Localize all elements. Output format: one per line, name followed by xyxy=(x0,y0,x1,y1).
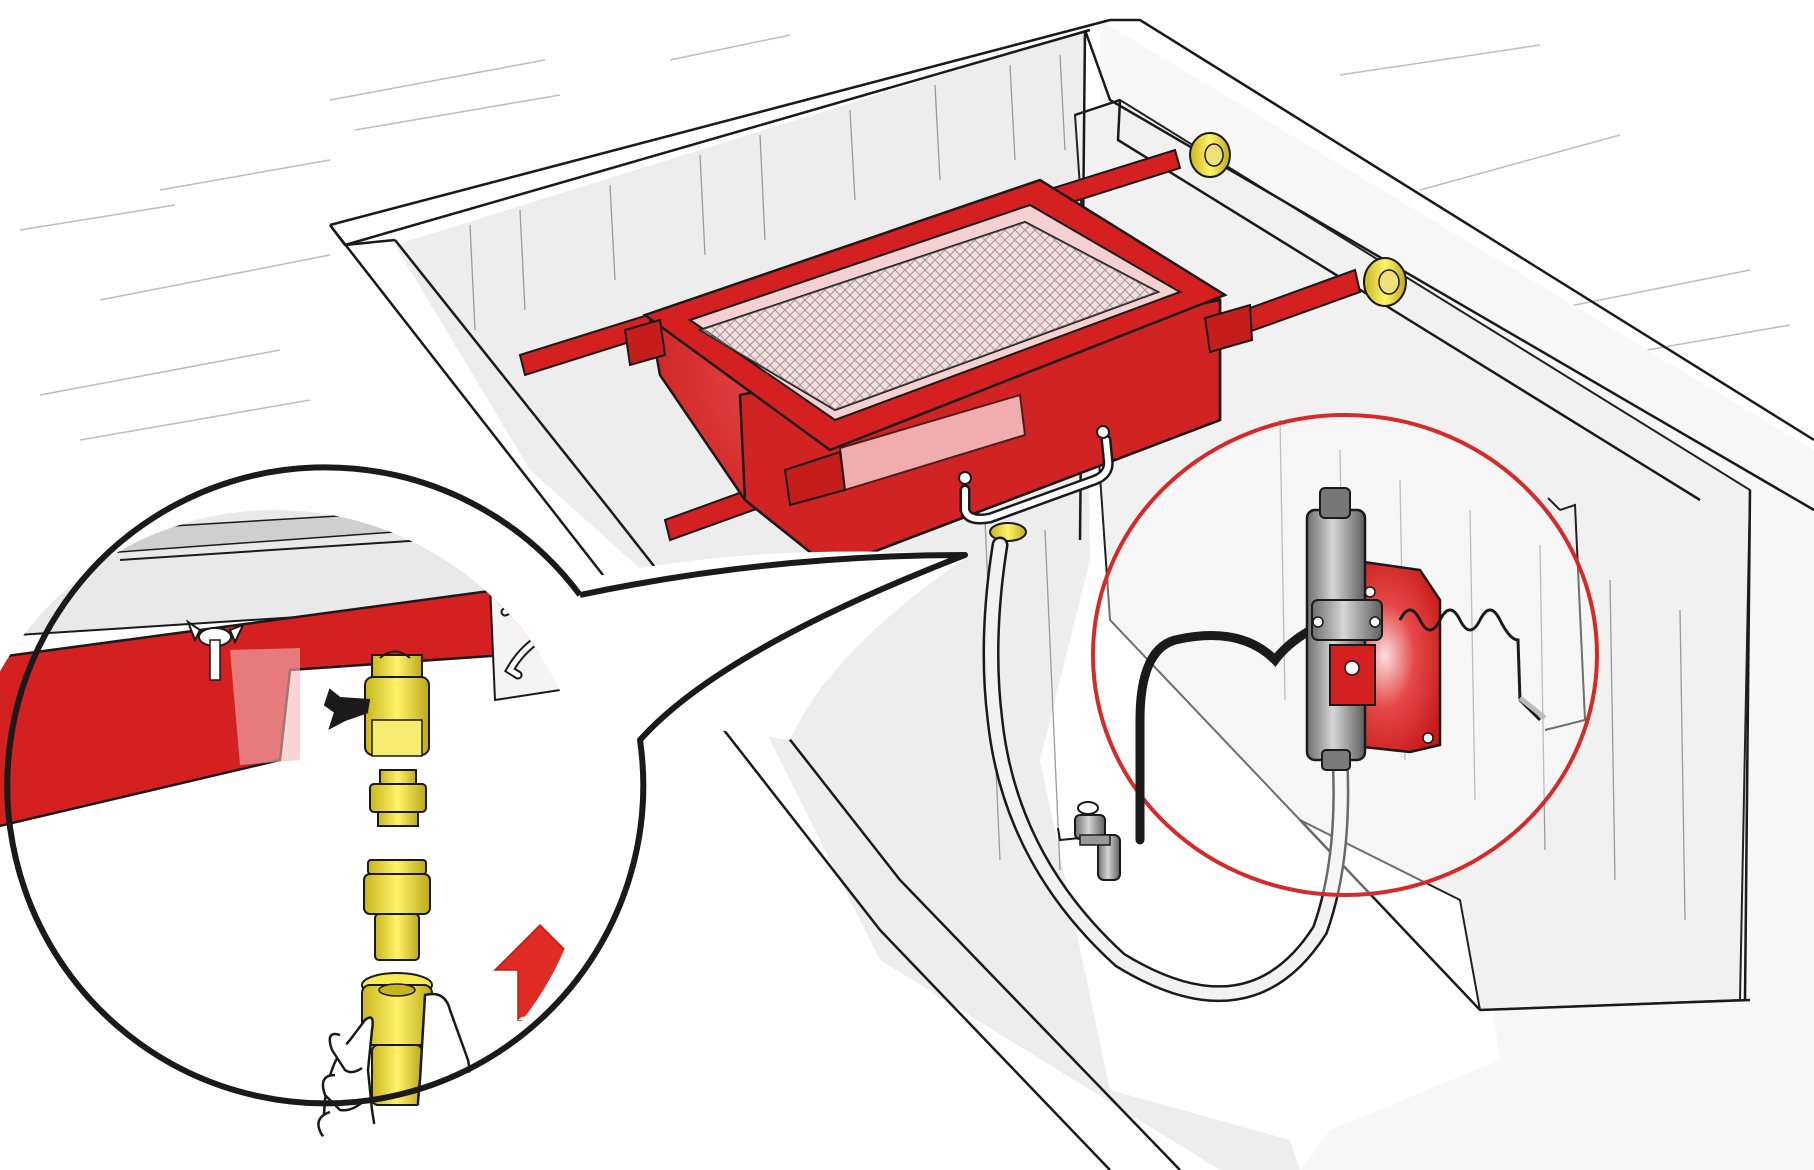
wing-nut-icon xyxy=(185,619,245,681)
coupling-socket-icon xyxy=(363,859,431,961)
ball-valve-icon xyxy=(323,650,430,757)
drain-tray xyxy=(623,178,1254,562)
threaded-nipple-icon xyxy=(369,769,427,827)
pump-detail-callout xyxy=(1091,413,1599,897)
rail-end-cap-icon xyxy=(1189,132,1407,307)
drain-hose xyxy=(982,536,1350,1003)
air-valve xyxy=(1057,801,1121,881)
tray-handle-icon xyxy=(958,425,1114,525)
